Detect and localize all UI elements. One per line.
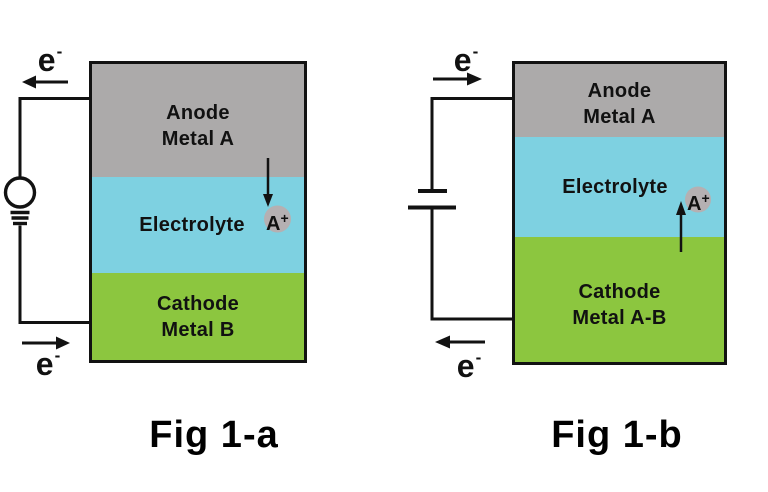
anode-label-a: Anode Metal A [161,101,235,150]
figure-caption-a: Fig 1-a [149,414,279,456]
electron-label-a-bottom: e- [35,346,61,382]
ion-arrowhead-a [263,194,273,207]
electron-arrowhead-b-bottom [435,335,450,349]
wire-a-top [18,97,89,178]
ion-circle-a [264,205,291,233]
figure-caption-b: Fig 1-b [551,414,683,456]
electron-label-b-bottom: e- [456,348,482,384]
wire-b-top [430,97,512,189]
electron-arrowhead-a-bottom [56,336,70,350]
ion-label-a: A+ [266,210,289,235]
ion-arrowhead-b [676,201,686,215]
electrolyte-layer-b: Electrolyte [515,137,724,237]
anode-layer-b: Anode Metal A [515,64,724,137]
electron-label-a-top: e- [37,42,63,78]
electron-arrowhead-a-top [22,75,36,89]
cathode-layer-b: Cathode Metal A-B [515,237,724,362]
cathode-layer-a: Cathode Metal B [92,273,304,360]
battery-icon [408,189,456,210]
ion-label-b: A+ [687,190,710,215]
ion-circle-b [685,186,711,213]
cell-fig-b: Anode Metal A Electrolyte Cathode Metal … [512,61,727,365]
cathode-label-a: Cathode Metal B [156,292,240,341]
cathode-label-b: Cathode Metal A-B [572,280,667,329]
wire-a-bottom [18,225,89,324]
electron-label-b-top: e- [453,42,479,78]
electrolyte-label-b: Electrolyte [562,176,668,198]
electron-arrowhead-b-top [467,72,482,86]
anode-label-b: Anode Metal A [583,79,656,128]
light-bulb-icon [3,176,37,209]
cell-fig-a: Anode Metal A Electrolyte Cathode Metal … [89,61,307,363]
electrolyte-label-a: Electrolyte [139,214,245,236]
wire-b-bottom [430,209,512,321]
